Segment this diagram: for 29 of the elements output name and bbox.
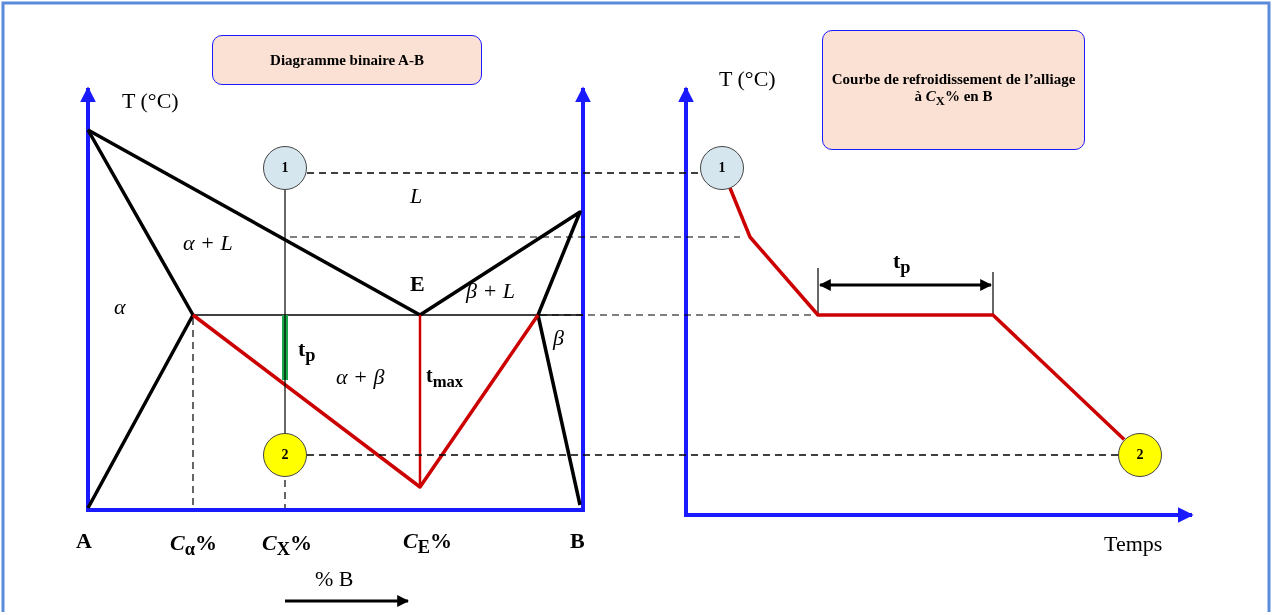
- composition-label: C$_{X}$%: [262, 532, 312, 559]
- composition-label: C$_{α}$%: [170, 532, 217, 559]
- axis-label: T (°C): [719, 68, 776, 90]
- state-circle: 2: [1118, 433, 1162, 477]
- dashed-line: [306, 172, 701, 174]
- axis-label: A: [76, 530, 92, 552]
- axis-label: B: [570, 530, 585, 552]
- axis-label: T (°C): [122, 90, 179, 112]
- state-circle: 1: [700, 146, 744, 190]
- axis-label: Temps: [1104, 533, 1163, 555]
- phase-label: α + L: [183, 232, 233, 254]
- state-circle: 2: [263, 433, 307, 477]
- phase-label: L: [410, 185, 423, 207]
- state-circle: 1: [263, 146, 307, 190]
- composition-label: C$_{E}$%: [403, 530, 452, 557]
- phase-label: β: [553, 327, 564, 349]
- title-box: Diagramme binaire A-B: [212, 35, 482, 85]
- point-label: E: [410, 273, 425, 295]
- time-label: t$_{max}$: [426, 365, 464, 391]
- phase-label: β + L: [466, 280, 516, 302]
- title-box: Courbe de refroidissement de l’alliage à C$_{X}$% en B: [822, 30, 1085, 150]
- dashed-line: [306, 454, 1119, 456]
- time-label: t$_{p}$: [298, 338, 316, 365]
- time-label: t$_{p}$: [893, 250, 911, 277]
- phase-label: α + β: [336, 366, 385, 388]
- composition-line: [284, 189, 286, 434]
- phase-label: α: [114, 296, 126, 318]
- cooling-curve: [728, 187, 1126, 441]
- axis-label: % B: [315, 568, 354, 590]
